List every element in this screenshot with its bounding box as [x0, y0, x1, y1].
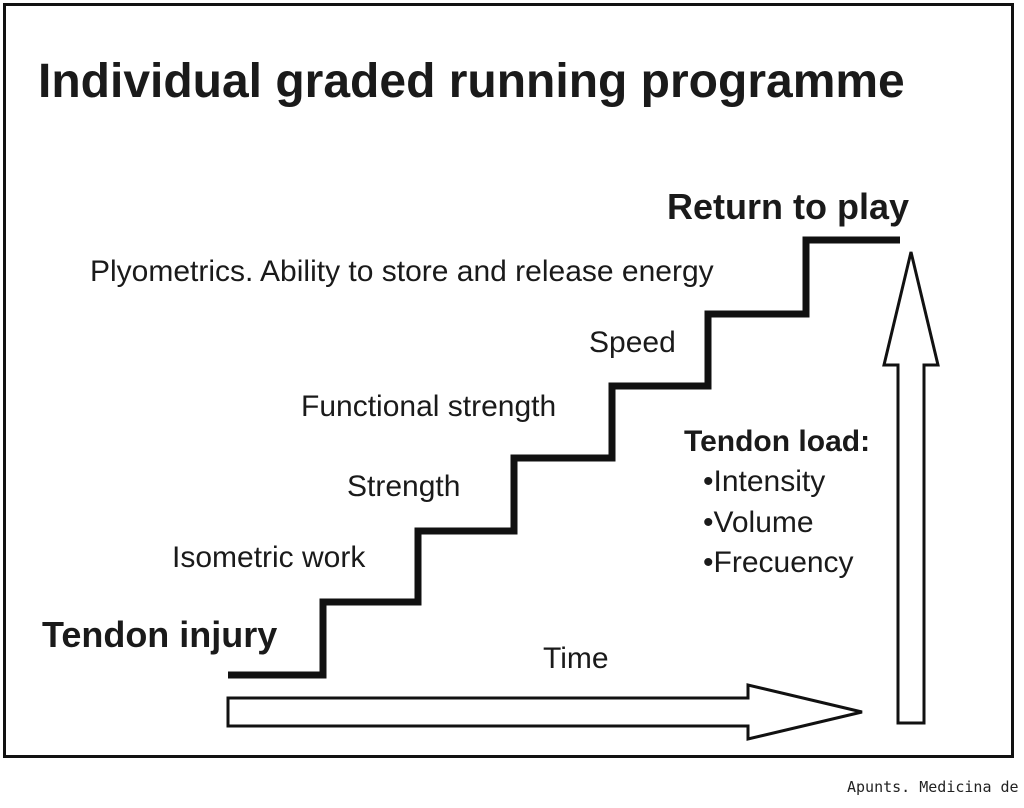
load-item-frecuency: •Frecuency [703, 546, 854, 579]
step-label-isometric: Isometric work [172, 541, 366, 574]
end-label: Return to play [667, 186, 910, 227]
start-label: Tendon injury [42, 614, 278, 655]
step-label-functional-strength: Functional strength [301, 390, 557, 423]
step-label-plyometrics: Plyometrics. Ability to store and releas… [90, 255, 714, 288]
tendon-load-arrow [882, 251, 940, 725]
diagram-frame [3, 3, 1014, 758]
step-label-strength: Strength [347, 470, 461, 503]
time-label: Time [543, 642, 609, 675]
diagram-title: Individual graded running programme [38, 55, 905, 108]
tendon-load-heading: Tendon load: [684, 425, 871, 458]
staircase-line [228, 236, 900, 679]
load-item-intensity: •Intensity [703, 465, 826, 498]
source-credit: Apunts. Medicina de l [847, 778, 1024, 796]
time-arrow [226, 683, 863, 741]
load-item-volume: •Volume [703, 506, 814, 539]
step-label-speed: Speed [589, 326, 676, 359]
